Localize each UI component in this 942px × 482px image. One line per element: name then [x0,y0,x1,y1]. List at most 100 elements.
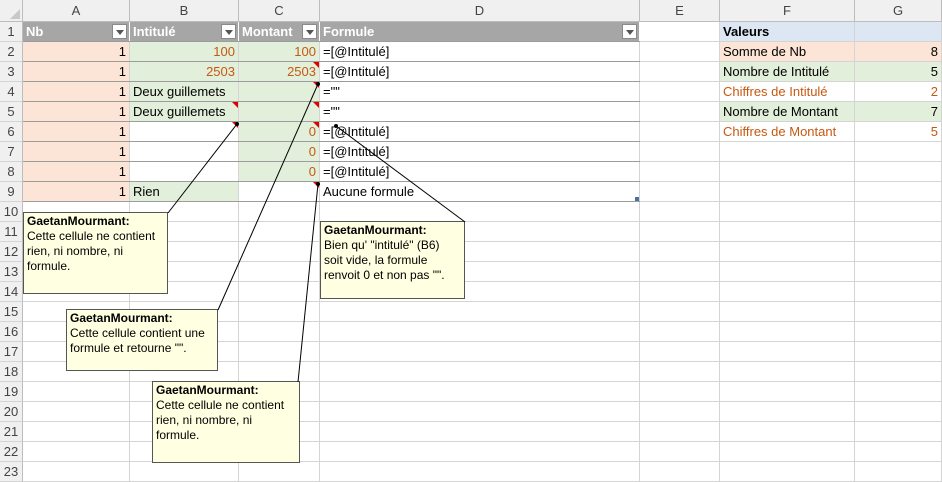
table-cell-intitule[interactable]: Deux guillemets [130,102,239,122]
grid-cell[interactable] [720,302,855,322]
grid-cell[interactable] [239,222,320,242]
grid-cell[interactable] [720,442,855,462]
grid-cell[interactable] [720,362,855,382]
grid-cell[interactable] [720,322,855,342]
grid-cell[interactable] [23,382,130,402]
summary-label[interactable]: Nombre de Montant [720,102,855,122]
column-header-6[interactable]: F [720,0,855,22]
grid-cell[interactable] [720,222,855,242]
filter-dropdown-icon[interactable] [112,24,127,39]
row-header-4[interactable]: 4 [0,82,23,102]
comment-indicator-icon[interactable] [232,122,238,128]
grid-cell[interactable] [640,302,720,322]
row-header-15[interactable]: 15 [0,302,23,322]
comment-indicator-icon[interactable] [313,62,319,68]
grid-cell[interactable] [640,442,720,462]
comment-indicator-icon[interactable] [313,82,319,88]
table-header-montant[interactable]: Montant [239,22,320,42]
column-header-3[interactable]: C [239,0,320,22]
grid-cell[interactable] [640,182,720,202]
comment-indicator-icon[interactable] [313,182,319,188]
grid-cell[interactable] [720,142,855,162]
grid-cell[interactable] [320,382,640,402]
grid-cell[interactable] [640,142,720,162]
summary-label[interactable]: Chiffres de Intitulé [720,82,855,102]
summary-label[interactable]: Somme de Nb [720,42,855,62]
grid-cell[interactable] [720,342,855,362]
column-header-1[interactable]: A [23,0,130,22]
column-header-4[interactable]: D [320,0,640,22]
comment-indicator-icon[interactable] [313,122,319,128]
grid-cell[interactable] [130,262,239,282]
grid-cell[interactable] [130,202,239,222]
grid-cell[interactable] [320,222,640,242]
grid-cell[interactable] [23,362,130,382]
row-header-2[interactable]: 2 [0,42,23,62]
comment-box[interactable]: GaetanMourmant:Cette cellule contient un… [66,309,218,371]
row-header-14[interactable]: 14 [0,282,23,302]
table-cell-intitule[interactable]: Deux guillemets [130,82,239,102]
grid-cell[interactable] [320,322,640,342]
grid-cell[interactable] [23,402,130,422]
row-header-5[interactable]: 5 [0,102,23,122]
grid-cell[interactable] [720,182,855,202]
grid-cell[interactable] [720,202,855,222]
table-resize-handle[interactable] [635,197,639,201]
row-header-10[interactable]: 10 [0,202,23,222]
grid-cell[interactable] [320,442,640,462]
grid-cell[interactable] [320,242,640,262]
grid-cell[interactable] [640,82,720,102]
filter-dropdown-icon[interactable] [622,24,637,39]
grid-cell[interactable] [320,282,640,302]
grid-cell[interactable] [640,342,720,362]
row-header-6[interactable]: 6 [0,122,23,142]
column-header-2[interactable]: B [130,0,239,22]
row-header-16[interactable]: 16 [0,322,23,342]
grid-cell[interactable] [640,322,720,342]
grid-cell[interactable] [640,422,720,442]
grid-cell[interactable] [640,162,720,182]
grid-cell[interactable] [640,202,720,222]
grid-cell[interactable] [320,422,640,442]
row-header-8[interactable]: 8 [0,162,23,182]
grid-cell[interactable] [320,342,640,362]
grid-cell[interactable] [130,222,239,242]
grid-cell[interactable] [320,402,640,422]
row-header-1[interactable]: 1 [0,22,23,42]
summary-label[interactable]: Nombre de Intitulé [720,62,855,82]
grid-cell[interactable] [320,262,640,282]
grid-cell[interactable] [239,262,320,282]
grid-cell[interactable] [640,122,720,142]
column-header-5[interactable]: E [640,0,720,22]
grid-cell[interactable] [640,222,720,242]
comment-box[interactable]: GaetanMourmant:Cette cellule ne contient… [152,381,300,463]
grid-cell[interactable] [239,242,320,262]
grid-cell[interactable] [640,402,720,422]
row-header-18[interactable]: 18 [0,362,23,382]
comment-indicator-icon[interactable] [232,102,238,108]
row-header-17[interactable]: 17 [0,342,23,362]
row-header-22[interactable]: 22 [0,442,23,462]
grid-cell[interactable] [640,262,720,282]
row-header-3[interactable]: 3 [0,62,23,82]
grid-cell[interactable] [320,302,640,322]
grid-cell[interactable] [320,362,640,382]
grid-cell[interactable] [720,282,855,302]
grid-cell[interactable] [239,302,320,322]
grid-cell[interactable] [239,202,320,222]
grid-cell[interactable] [239,282,320,302]
grid-cell[interactable] [130,282,239,302]
grid-cell[interactable] [239,342,320,362]
row-header-9[interactable]: 9 [0,182,23,202]
summary-label[interactable]: Chiffres de Montant [720,122,855,142]
grid-cell[interactable] [720,382,855,402]
comment-indicator-icon[interactable] [313,102,319,108]
grid-cell[interactable] [640,102,720,122]
comment-box[interactable]: GaetanMourmant:Bien qu' "intitulé" (B6) … [320,221,465,299]
row-header-20[interactable]: 20 [0,402,23,422]
grid-cell[interactable] [720,262,855,282]
grid-cell[interactable] [640,242,720,262]
filter-dropdown-icon[interactable] [221,24,236,39]
row-header-19[interactable]: 19 [0,382,23,402]
